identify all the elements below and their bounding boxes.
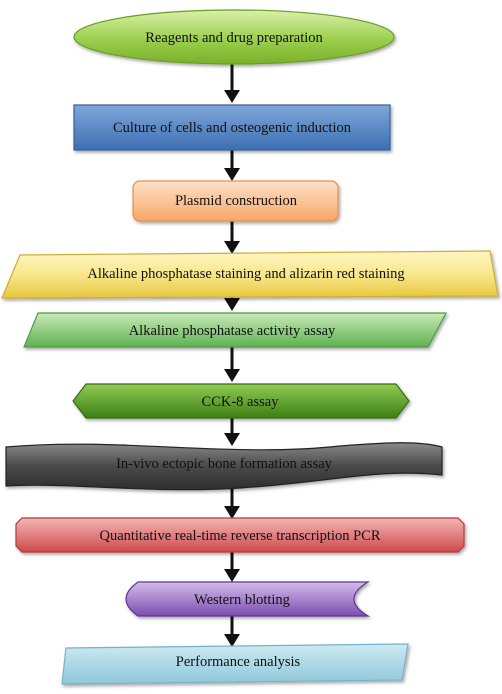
step-label: Performance analysis	[176, 654, 301, 670]
step-label: In-vivo ectopic bone formation assay	[116, 456, 333, 472]
step-western-blotting: Western blotting	[125, 581, 371, 617]
step-label: Plasmid construction	[175, 193, 298, 209]
step-alkaline-phosphatase-staining: Alkaline phosphatase staining and alizar…	[1, 250, 499, 299]
step-performance-analysis: Performance analysis	[61, 643, 409, 685]
step-label: Alkaline phosphatase activity assay	[129, 323, 336, 339]
step-plasmid-construction: Plasmid construction	[132, 180, 339, 222]
step-label: CCK-8 assay	[202, 394, 280, 410]
step-reagents-and-drug-preparation: Reagents and drug preparation	[73, 9, 395, 65]
step-label: Culture of cells and osteogenic inductio…	[113, 120, 352, 136]
step-in-vivo-bone-formation-assay: In-vivo ectopic bone formation assay	[5, 442, 443, 491]
step-label: Western blotting	[194, 592, 290, 608]
step-qrt-pcr: Quantitative real-time reverse transcrip…	[15, 517, 465, 553]
step-alkaline-phosphatase-activity-assay: Alkaline phosphatase activity assay	[23, 312, 447, 348]
step-label: Quantitative real-time reverse transcrip…	[99, 528, 380, 544]
step-label: Reagents and drug preparation	[145, 30, 323, 46]
step-label: Alkaline phosphatase staining and alizar…	[87, 266, 404, 282]
step-cck-8-assay: CCK-8 assay	[72, 383, 410, 419]
step-culture-of-cells: Culture of cells and osteogenic inductio…	[73, 104, 391, 151]
